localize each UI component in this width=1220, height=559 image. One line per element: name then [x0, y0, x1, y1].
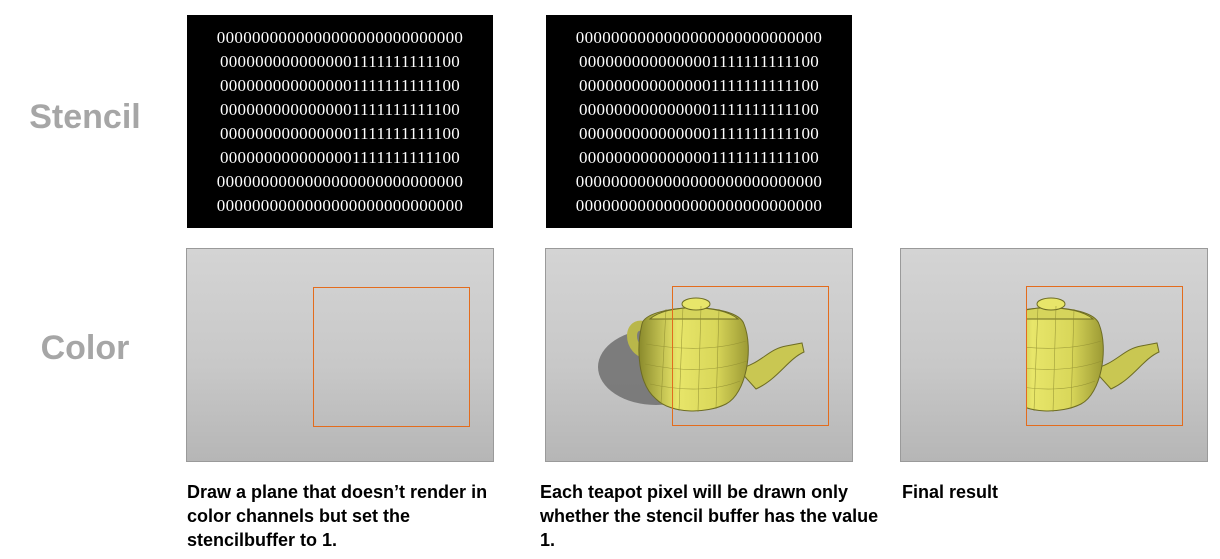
stencil-row: 0000000000000001111111111100 — [578, 124, 820, 143]
stencil-row: 0000000000000001111111111100 — [219, 124, 461, 143]
teapot-mesh-lines — [644, 305, 748, 413]
stencil-row: 0000000000000001111111111100 — [578, 100, 820, 119]
caption-step-2: Each teapot pixel will be drawn only whe… — [540, 482, 879, 550]
stencil-row: 0000000000000001111111111100 — [219, 52, 461, 71]
stencil-clip-region — [1026, 286, 1183, 426]
stencil-buffer-panel-1: 0000000000000000000000000000 00000000000… — [187, 15, 493, 228]
stencil-plane-outline — [672, 286, 829, 426]
stencil-buffer-panel-2: 0000000000000000000000000000 00000000000… — [546, 15, 852, 228]
color-panel-final — [900, 248, 1208, 462]
stencil-row-label: Stencil — [29, 98, 141, 136]
stencil-row: 0000000000000000000000000000 — [216, 28, 464, 47]
color-panel-plane — [186, 248, 494, 462]
stencil-row: 0000000000000000000000000000 — [216, 172, 464, 191]
teapot-image — [598, 297, 805, 413]
teapot-spout — [737, 342, 805, 390]
stencil-row: 0000000000000001111111111100 — [578, 52, 820, 71]
stencil-row: 0000000000000000000000000000 — [575, 28, 823, 47]
stencil-plane-outline — [313, 287, 470, 427]
color-panel-teapot — [545, 248, 853, 462]
color-row-label: Color — [40, 329, 130, 367]
stencil-row: 0000000000000000000000000000 — [575, 172, 823, 191]
stencil-row: 0000000000000001111111111100 — [219, 148, 461, 167]
caption-step-1: Draw a plane that doesn’t render in colo… — [187, 482, 488, 550]
caption-final-result: Final result — [902, 482, 999, 502]
teapot-knob — [681, 297, 711, 311]
stencil-row: 0000000000000001111111111100 — [578, 76, 820, 95]
stencil-row: 0000000000000001111111111100 — [578, 148, 820, 167]
stencil-plane-outline — [1026, 286, 1183, 426]
stencil-row: 0000000000000001111111111100 — [219, 76, 461, 95]
stencil-row: 0000000000000000000000000000 — [216, 196, 464, 215]
stencil-row: 0000000000000001111111111100 — [219, 100, 461, 119]
teapot-clipped-image — [1026, 297, 1160, 413]
stencil-row: 0000000000000000000000000000 — [575, 196, 823, 215]
